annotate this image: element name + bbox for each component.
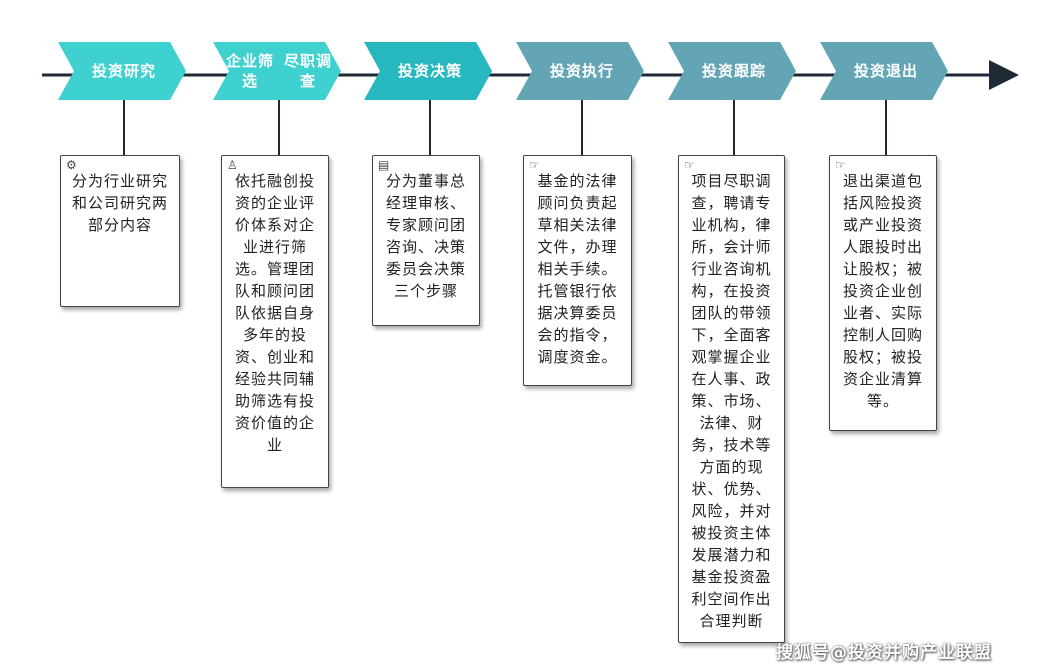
stage-label-5: 投资跟踪 <box>701 62 766 80</box>
stage-label-2: 企业筛选尽职调查 <box>225 52 332 90</box>
stage-chevron-5 <box>668 42 796 100</box>
stage-chevron-2 <box>213 42 341 100</box>
stage-description-box-4: ☞基金的法律顾问负责起草相关法律文件，办理相关手续。托管银行依据决算委员会的指令… <box>523 155 632 386</box>
stage-chevron-3 <box>364 42 492 100</box>
stage-description-text-2: 依托融创投资的企业评价体系对企业进行筛选。管理团队和顾问团队依据自身多年的投资、… <box>234 172 315 454</box>
stage-description-box-2: ♙依托融创投资的企业评价体系对企业进行筛选。管理团队和顾问团队依据自身多年的投资… <box>221 155 329 488</box>
watermark: 搜狐号@投资并购产业联盟 <box>776 643 992 663</box>
hand-icon: ☞ <box>684 158 695 172</box>
stage-description-text-3: 分为董事总经理审核、专家顾问团咨询、决策委员会决策三个步骤 <box>385 172 466 300</box>
stage-description-text-5: 项目尽职调查，聘请专业机构，律所，会计师行业咨询机构，在投资团队的带领下，全面客… <box>691 172 772 630</box>
hand-icon: ☞ <box>529 158 540 172</box>
table-icon: ▤ <box>378 158 390 172</box>
stage-description-text-1: 分为行业研究和公司研究两部分内容 <box>71 172 168 234</box>
stage-chevron-1 <box>58 42 186 100</box>
user-icon: ♙ <box>227 158 238 172</box>
stage-description-box-5: ☞项目尽职调查，聘请专业机构，律所，会计师行业咨询机构，在投资团队的带领下，全面… <box>678 155 785 643</box>
stage-description-box-3: ▤分为董事总经理审核、专家顾问团咨询、决策委员会决策三个步骤 <box>372 155 480 326</box>
stage-chevron-6 <box>820 42 948 100</box>
stage-chevron-4 <box>516 42 644 100</box>
stage-description-text-4: 基金的法律顾问负责起草相关法律文件，办理相关手续。托管银行依据决算委员会的指令，… <box>537 172 618 366</box>
stage-label-4: 投资执行 <box>549 62 614 80</box>
stage-label-1: 投资研究 <box>91 62 156 80</box>
stage-label-3: 投资决策 <box>397 62 462 80</box>
stage-description-box-6: ☞退出渠道包括风险投资或产业投资人跟投时出让股权；被投资企业创业者、实际控制人回… <box>829 155 937 431</box>
gears-icon: ⚙ <box>66 158 77 172</box>
stage-label-6: 投资退出 <box>853 62 918 80</box>
stage-description-text-6: 退出渠道包括风险投资或产业投资人跟投时出让股权；被投资企业创业者、实际控制人回购… <box>842 172 923 410</box>
hand-icon: ☞ <box>835 158 846 172</box>
stage-description-box-1: ⚙分为行业研究和公司研究两部分内容 <box>60 155 180 307</box>
